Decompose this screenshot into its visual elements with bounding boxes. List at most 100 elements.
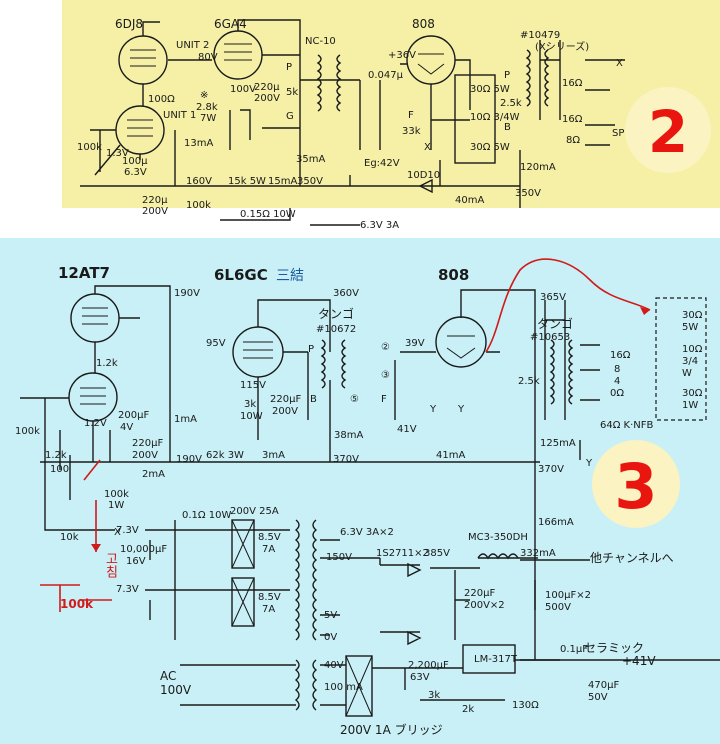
schematic-label: 220μF xyxy=(464,588,495,599)
schematic-label: 62k 3W xyxy=(206,450,244,461)
bottom-circuit: 12AT7 6L6GC 三結 808 190V 360V 365V 95V 39… xyxy=(15,258,720,737)
schematic-label: 8.5V xyxy=(258,532,281,543)
schematic-label: 30Ω xyxy=(682,310,703,321)
schematic-label: 1S2711×2 xyxy=(376,548,429,559)
schematic-label: 370V xyxy=(333,454,359,465)
schematic-label: 16V xyxy=(126,556,146,567)
schematic-label: 115V xyxy=(240,380,266,391)
schematic-label: B xyxy=(504,122,511,133)
schematic-label: 1.2V xyxy=(84,418,107,429)
schematic-label: 50V xyxy=(588,692,608,703)
schematic-label: 40mA xyxy=(455,195,484,206)
schematic-label: 100k xyxy=(77,142,102,153)
schematic-label: ⑤ xyxy=(350,394,359,405)
schematic-label: Y xyxy=(585,458,593,469)
schematic-label: 41V xyxy=(397,424,417,435)
schematic-label: 1.2k xyxy=(45,450,67,461)
schematic-label: W xyxy=(682,368,692,379)
ot-10672-coil xyxy=(320,339,326,389)
schematic-label: 100μF×2 xyxy=(545,590,591,601)
schematic-label: 30Ω 5W xyxy=(470,142,510,153)
label-808-top: 808 xyxy=(412,17,435,31)
schematic-label: 0.1μF xyxy=(560,644,588,655)
schematic-label: 332mA xyxy=(520,548,556,559)
schematic-label: 150V xyxy=(326,552,352,563)
label-808-bottom: 808 xyxy=(438,266,469,284)
schematic-label: 8.5V xyxy=(258,592,281,603)
label-6dj8: 6DJ8 xyxy=(115,17,143,31)
schematic-label: 100 mA xyxy=(324,682,363,693)
badge-3 xyxy=(592,440,680,528)
schematic-label: 470μF xyxy=(588,680,619,691)
psu-rectifier-1 xyxy=(231,519,255,569)
label-unit2: UNIT 2 xyxy=(176,40,209,51)
schematic-label: 370V xyxy=(538,464,564,475)
schematic-label: 220μ xyxy=(142,195,168,206)
schematic-label: 2.5k xyxy=(518,376,540,387)
nc10-coil xyxy=(316,54,322,112)
schematic-label: 1W xyxy=(682,400,698,411)
schematic-label: 4V xyxy=(120,422,133,433)
schematic-label: P xyxy=(308,344,314,355)
schematic-label: 0Ω xyxy=(610,388,624,399)
schematic-label: SP xyxy=(612,128,624,139)
schematic-label: 7A xyxy=(262,544,275,555)
schematic-label: #10653 xyxy=(530,332,570,343)
schematic-label: 100k xyxy=(15,426,40,437)
schematic-label: LM-317T xyxy=(474,654,518,665)
red-note: 고침 xyxy=(103,552,118,578)
schematic-label: 0V xyxy=(324,632,337,643)
schematic-label: 2mA xyxy=(142,469,165,480)
schematic-label: 33k xyxy=(402,126,421,137)
bridge-rectifier xyxy=(345,655,373,717)
schematic-label: 41mA xyxy=(436,450,465,461)
schematic-label: 40V xyxy=(324,660,344,671)
schematic-label: (Xシリーズ) xyxy=(535,40,589,53)
schematic-label: #10479 xyxy=(520,30,560,41)
schematic-label: 200V xyxy=(132,450,158,461)
label-12at7: 12AT7 xyxy=(58,264,110,282)
schematic-label: 200V 25A xyxy=(230,506,279,517)
psu-transformer-primary xyxy=(294,519,300,641)
schematic-label: 200V xyxy=(142,206,168,217)
schematic-label: 385V xyxy=(424,548,450,559)
schematic-label: 16Ω xyxy=(610,350,631,361)
schematic-label: 3/4 xyxy=(682,356,698,367)
top-resistor-network xyxy=(454,74,496,164)
schematic-label: Y xyxy=(429,404,437,415)
schematic-label: 100V xyxy=(230,84,256,95)
ot-10479-coil xyxy=(525,49,531,107)
schematic-label: ※ xyxy=(200,90,208,101)
schematic-label: P xyxy=(504,70,510,81)
schematic-label: 7W xyxy=(200,113,216,124)
schematic-label: X xyxy=(616,58,623,69)
schematic-label: AC xyxy=(160,669,176,683)
schematic-label: 38mA xyxy=(334,430,363,441)
schematic-label: 16Ω xyxy=(562,114,583,125)
schematic-label: 35mA xyxy=(296,154,325,165)
schematic-label: Eg:42V xyxy=(364,158,400,169)
schematic-label: NC-10 xyxy=(305,36,336,47)
schematic-label: 360V xyxy=(333,288,359,299)
schematic-label: X xyxy=(424,142,431,153)
schematic-label: 95V xyxy=(206,338,226,349)
schematic-label: 3mA xyxy=(262,450,285,461)
schematic-label: 30Ω 5W xyxy=(470,84,510,95)
schematic-label: 350V xyxy=(297,176,323,187)
schematic-label: 1W xyxy=(108,500,124,511)
schematic-label: 100V xyxy=(160,683,192,697)
badge-2 xyxy=(625,87,711,173)
schematic-label: F xyxy=(381,394,387,405)
schematic-label: P xyxy=(286,62,292,73)
schematic-label: 2.5k xyxy=(500,98,522,109)
schematic-label: セラミック xyxy=(584,641,644,655)
schematic-label: 5k xyxy=(286,87,298,98)
schematic-label: 0.1Ω 10W xyxy=(182,510,231,521)
schematic-label: 5V xyxy=(324,610,337,621)
schematic-label: 2.8k xyxy=(196,102,218,113)
schematic-label: 220μF xyxy=(132,438,163,449)
ot-10653-coil xyxy=(549,339,555,405)
schematic-label: 10D10 xyxy=(407,170,440,181)
